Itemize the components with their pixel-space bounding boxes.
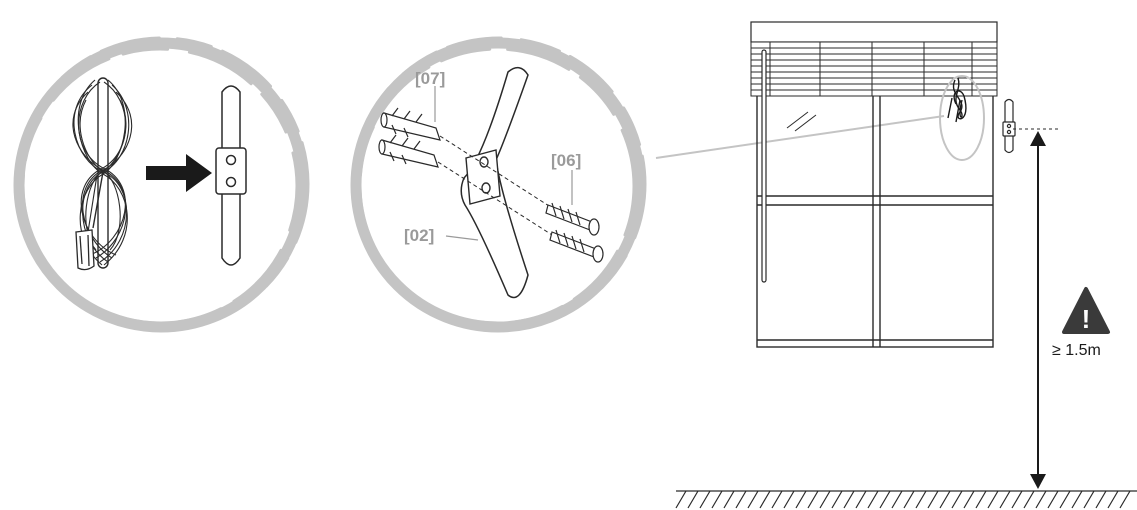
cord-acorn-weight <box>75 229 95 271</box>
detail-connector-line <box>655 115 945 159</box>
blind-headrail <box>750 21 998 43</box>
floor-hatch-line <box>759 490 771 509</box>
floor-hatch-line <box>963 490 975 509</box>
warning-mark: ! <box>1082 304 1091 334</box>
floor-hatch-line <box>735 490 747 509</box>
floor-hatch-line <box>855 490 867 509</box>
floor-hatch-line <box>879 490 891 509</box>
floor-hatch-line <box>771 490 783 509</box>
floor-hatch-line <box>699 490 711 509</box>
floor-hatch-line <box>915 490 927 509</box>
height-dimension-arrow <box>1030 131 1046 489</box>
cleat-mounting-plate <box>465 149 501 205</box>
label-screws: [06] <box>551 151 581 170</box>
floor-hatch-line <box>951 490 963 509</box>
floor-hatch-line <box>1083 490 1095 509</box>
floor-hatch-line <box>1059 490 1071 509</box>
step-2-ring <box>350 36 647 333</box>
floor-hatch-line <box>1071 490 1083 509</box>
floor-hatch-line <box>867 490 879 509</box>
step-2-circle: [07] [06] [02] <box>350 36 647 333</box>
warning-icon: ! <box>1062 287 1110 334</box>
label-cleat: [02] <box>404 226 434 245</box>
floor-hatch-line <box>831 490 843 509</box>
floor-hatch-line <box>807 490 819 509</box>
wound-cord-detail <box>947 77 967 123</box>
floor-hatch-line <box>891 490 903 509</box>
floor-hatch-line <box>711 490 723 509</box>
floor-hatch-line <box>795 490 807 509</box>
floor-hatch-line <box>783 490 795 509</box>
label-dowels: [07] <box>415 69 445 88</box>
window-frame <box>756 91 994 348</box>
floor-hatch-line <box>999 490 1011 509</box>
arrow-right-icon <box>146 154 212 192</box>
wall-dowels <box>378 107 441 168</box>
floor-hatch-line <box>1035 490 1047 509</box>
floor-hatch-line <box>1095 490 1107 509</box>
floor-hatch-line <box>1011 490 1023 509</box>
tilt-wand <box>761 49 767 283</box>
alignment-lines <box>437 135 561 241</box>
floor-hatch-line <box>687 490 699 509</box>
cord-detail-highlight <box>939 75 985 161</box>
floor-hatch-line <box>1119 490 1131 509</box>
mounted-cleat <box>1002 98 1016 154</box>
floor-hatch-line <box>975 490 987 509</box>
floor-hatch-line <box>987 490 999 509</box>
blind-slats <box>750 41 998 97</box>
floor-hatch-line <box>747 490 759 509</box>
step-1-ring <box>13 36 310 333</box>
wound-cord-on-cleat <box>72 77 133 269</box>
min-height-label: ≥ 1.5m <box>1052 342 1101 359</box>
window-with-blind <box>750 21 998 348</box>
leader-lines <box>434 86 573 241</box>
floor-hatch-line <box>843 490 855 509</box>
floor-hatch-line <box>1023 490 1035 509</box>
floor-hatch-line <box>939 490 951 509</box>
step-1-circle <box>13 36 310 333</box>
cleat-front-view <box>215 85 247 266</box>
floor-hatch-line <box>903 490 915 509</box>
floor-hatch-line <box>1107 490 1119 509</box>
floor-hatch-line <box>723 490 735 509</box>
screws <box>545 202 604 263</box>
floor-hatch-line <box>927 490 939 509</box>
floor-hatch-line <box>819 490 831 509</box>
floor <box>675 490 1137 509</box>
floor-hatch-line <box>675 490 687 509</box>
floor-hatch-line <box>1047 490 1059 509</box>
